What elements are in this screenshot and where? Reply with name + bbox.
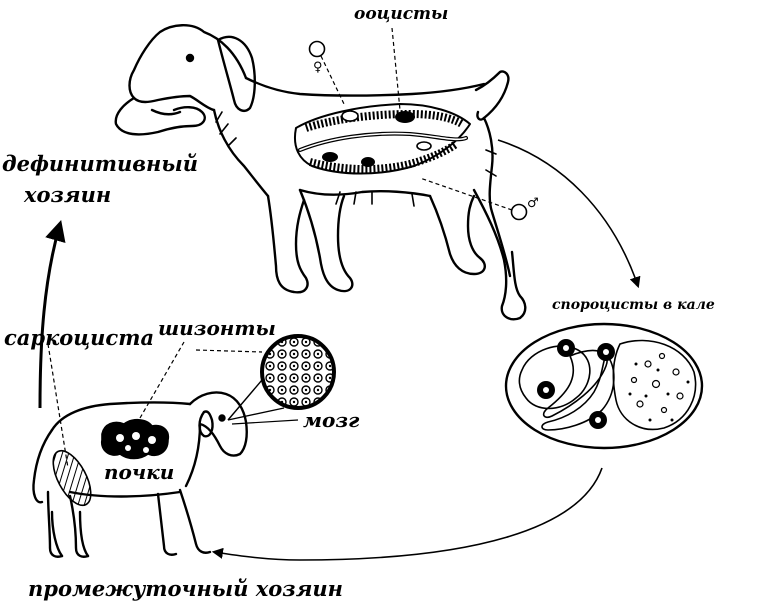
sporocyst-oval — [504, 322, 704, 450]
label-definitive-host-line2: хозяин — [24, 182, 112, 207]
oocysts-leader — [391, 27, 401, 111]
female-symbol: ♀ — [313, 60, 323, 75]
sporocyst-granules — [537, 339, 690, 429]
label-sporocysts-in-feces: спороцисты в кале — [552, 297, 715, 313]
label-intermediate-host: промежуточный хозяин — [28, 576, 343, 601]
label-kidneys: почки — [104, 460, 175, 484]
label-schizonts: шизонты — [158, 316, 276, 340]
dog-illustration — [114, 24, 527, 321]
male-symbol: ♂ — [527, 196, 539, 211]
label-brain: мозг — [303, 408, 360, 432]
brain-schizont — [195, 334, 336, 425]
arrow-feces-to-sheep — [211, 467, 603, 561]
label-sarcocyst: саркоциста — [4, 325, 155, 350]
label-definitive-host-line1: дефинитивный — [2, 151, 198, 176]
arrow-dog-to-feces — [497, 139, 641, 289]
label-oocysts: ооцисты — [354, 4, 449, 24]
intestine-villi — [304, 109, 465, 174]
arrow-sheep-to-dog — [38, 219, 66, 409]
female-gamete: ♀ — [308, 40, 345, 105]
sarcocyst-muscle — [47, 343, 92, 507]
male-gamete: ♂ — [419, 177, 539, 221]
kidneys-organ — [100, 341, 185, 460]
